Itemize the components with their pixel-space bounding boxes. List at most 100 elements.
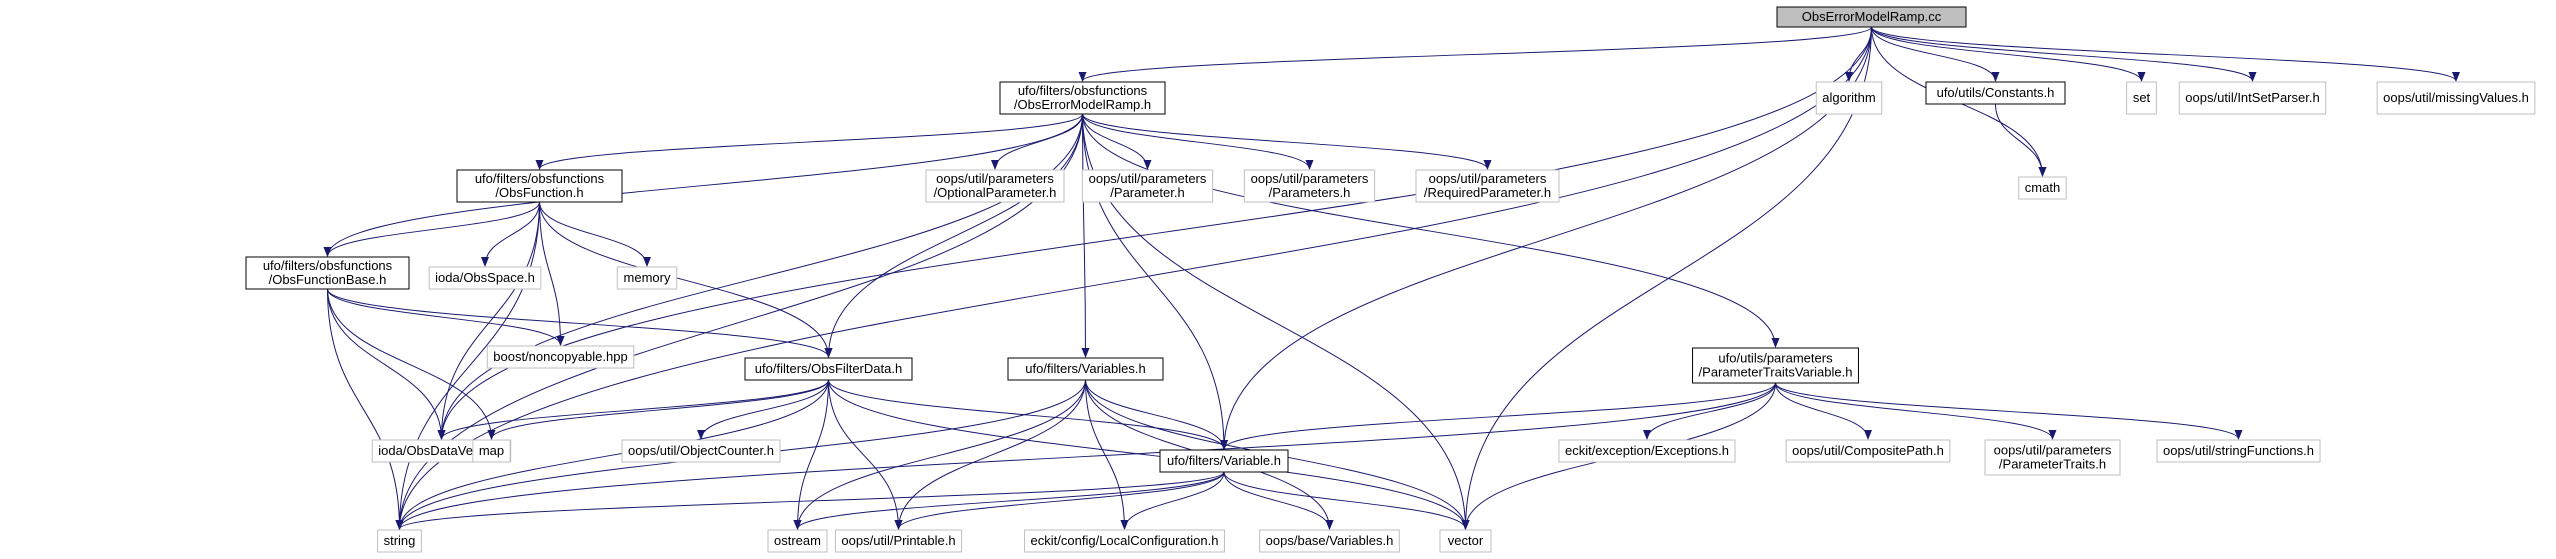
node-obsfilterdata_h-box [744, 357, 913, 381]
edge-root-to-set [1871, 26, 2146, 82]
node-cmath: cmath [2018, 176, 2067, 200]
node-compositepath-label: oops/util/CompositePath.h [1792, 443, 1944, 458]
node-compositepath: oops/util/CompositePath.h [1785, 439, 1951, 463]
node-memory-label: memory [624, 270, 671, 285]
edge-oemr_h-to-parameters_h [1082, 113, 1314, 170]
node-cmath-label: cmath [2025, 180, 2060, 195]
node-variable_h-label: ufo/filters/Variable.h [1167, 453, 1281, 468]
edge-variable_h-to-string [395, 471, 1225, 530]
edge-obsfilterdata_h-to-variable_h [828, 379, 1228, 450]
node-exceptions_h-box [1558, 439, 1736, 463]
node-localconfig: eckit/config/LocalConfiguration.h [1024, 529, 1225, 553]
edge-obsfunction_h-to-string [395, 201, 540, 530]
node-exceptions_h: eckit/exception/Exceptions.h [1558, 439, 1736, 463]
node-compositepath-box [1785, 439, 1951, 463]
edge-obsfunction_h-to-obsfilterdata_h [539, 201, 833, 358]
node-obsfunction_h[interactable]: ufo/filters/obsfunctions/ObsFunction.h [456, 169, 623, 203]
edge-obsfunction_h-to-memory [539, 201, 651, 267]
node-oemr_h[interactable]: ufo/filters/obsfunctions/ObsErrorModelRa… [999, 81, 1166, 115]
node-intsetparser-box [2178, 81, 2327, 115]
node-obsfunction_h-label: /ObsFunction.h [495, 185, 583, 200]
node-objectcounter: oops/util/ObjectCounter.h [621, 439, 781, 463]
node-objectcounter-label: oops/util/ObjectCounter.h [628, 443, 774, 458]
edge-ptv_h-to-variable_h [1220, 382, 1776, 450]
node-stringfunctions-label: oops/util/stringFunctions.h [2163, 443, 2314, 458]
node-algorithm-box [1815, 81, 1883, 115]
node-oemr_h-box [999, 81, 1166, 115]
node-parameter_h-box [1081, 169, 1214, 203]
edge-oemr_h-to-obsfunction_h [535, 113, 1083, 170]
node-paramtraits-box [1984, 439, 2121, 476]
edge-obsfilterdata_h-to-vector [828, 379, 1470, 530]
edge-variable_h-to-localconfig [1120, 471, 1225, 530]
node-root-box [1776, 6, 1967, 28]
edge-variable_h-to-ostream [793, 471, 1225, 530]
edge-variable_h-to-printable [894, 471, 1225, 530]
node-cmath-box [2018, 176, 2067, 200]
node-memory-box [616, 266, 678, 290]
edge-root-to-missingvalues [1871, 26, 2460, 82]
node-localconfig-box [1024, 529, 1225, 553]
edge-obsfilterdata_h-to-map [487, 379, 829, 440]
node-parameter_h-label: /Parameter.h [1110, 185, 1184, 200]
node-noncopyable-box [486, 345, 635, 369]
node-ostream: ostream [767, 529, 828, 553]
node-obsfilterdata_h[interactable]: ufo/filters/ObsFilterData.h [744, 357, 913, 381]
edge-oemr_h-to-obsfunctionbase_h [323, 113, 1083, 257]
edge-oemr_h-to-obsfilterdata_h [824, 113, 1083, 358]
node-constants_h-label: ufo/utils/Constants.h [1937, 85, 2055, 100]
node-ostream-label: ostream [774, 533, 821, 548]
edge-ptv_h-to-string [395, 382, 1776, 530]
edge-obsfilterdata_h-to-objectcounter [697, 379, 829, 440]
node-set-label: set [2133, 90, 2151, 105]
node-noncopyable-label: boost/noncopyable.hpp [493, 349, 627, 364]
node-ptv_h-label: ufo/utils/parameters [1718, 351, 1833, 366]
node-ptv_h[interactable]: ufo/utils/parameters/ParameterTraitsVari… [1692, 347, 1859, 384]
node-requiredparam-box [1415, 169, 1560, 203]
node-algorithm-label: algorithm [1822, 90, 1875, 105]
node-paramtraits: oops/util/parameters/ParameterTraits.h [1984, 439, 2121, 476]
node-parameters_h-label: oops/util/parameters [1251, 171, 1369, 186]
edge-variables_h-to-variable_h [1085, 379, 1228, 450]
edge-obsfilterdata_h-to-obsdatavector [437, 379, 829, 440]
edge-obsfunction_h-to-obsfunctionbase_h [323, 201, 540, 257]
node-optionalparam: oops/util/parameters/OptionalParameter.h [925, 169, 1065, 203]
edge-ptv_h-to-paramtraits [1775, 382, 2057, 440]
edge-variables_h-to-ostream [793, 379, 1086, 530]
node-variables_h[interactable]: ufo/filters/Variables.h [1007, 357, 1164, 381]
node-oopsvariables-box [1259, 529, 1400, 553]
edge-obsfilterdata_h-to-string [395, 379, 829, 530]
node-variables_h-box [1007, 357, 1164, 381]
edge-oemr_h-to-parameter_h [1082, 113, 1152, 170]
edge-variable_h-to-vector [1223, 471, 1470, 530]
edge-obsfunctionbase_h-to-obsdatavector [327, 288, 446, 440]
edge-oemr_h-to-ptv_h [1082, 113, 1780, 348]
node-map-box [472, 439, 511, 463]
edge-variable_h-to-oopsvariables [1223, 471, 1334, 530]
node-optionalparam-label: oops/util/parameters [936, 171, 1054, 186]
edge-oemr_h-to-requiredparam [1082, 113, 1492, 170]
node-requiredparam-label: oops/util/parameters [1429, 171, 1547, 186]
node-oemr_h-label: ufo/filters/obsfunctions [1018, 83, 1148, 98]
node-optionalparam-box [925, 169, 1065, 203]
node-parameters_h-box [1243, 169, 1376, 203]
node-obsfunction_h-box [456, 169, 623, 203]
node-obsfunctionbase_h-box [245, 256, 410, 290]
edge-variables_h-to-localconfig [1085, 379, 1129, 530]
edge-obsfunctionbase_h-to-map [327, 288, 496, 440]
node-root: ObsErrorModelRamp.cc [1776, 6, 1967, 28]
node-variable_h[interactable]: ufo/filters/Variable.h [1159, 449, 1289, 473]
edge-root-to-oemr_h [1078, 26, 1872, 82]
node-string: string [377, 529, 422, 553]
node-vector: vector [1439, 529, 1492, 553]
node-missingvalues-label: oops/util/missingValues.h [2383, 90, 2529, 105]
node-localconfig-label: eckit/config/LocalConfiguration.h [1031, 533, 1219, 548]
node-vector-label: vector [1448, 533, 1484, 548]
node-obsfunctionbase_h[interactable]: ufo/filters/obsfunctions/ObsFunctionBase… [245, 256, 410, 290]
edge-obsfunctionbase_h-to-obsfilterdata_h [327, 288, 833, 358]
node-constants_h[interactable]: ufo/utils/Constants.h [1925, 81, 2066, 105]
edge-obsfunction_h-to-obsdatavector [437, 201, 540, 440]
node-variable_h-box [1159, 449, 1289, 473]
node-obsfilterdata_h-label: ufo/filters/ObsFilterData.h [755, 361, 902, 376]
node-parameters_h: oops/util/parameters/Parameters.h [1243, 169, 1376, 203]
